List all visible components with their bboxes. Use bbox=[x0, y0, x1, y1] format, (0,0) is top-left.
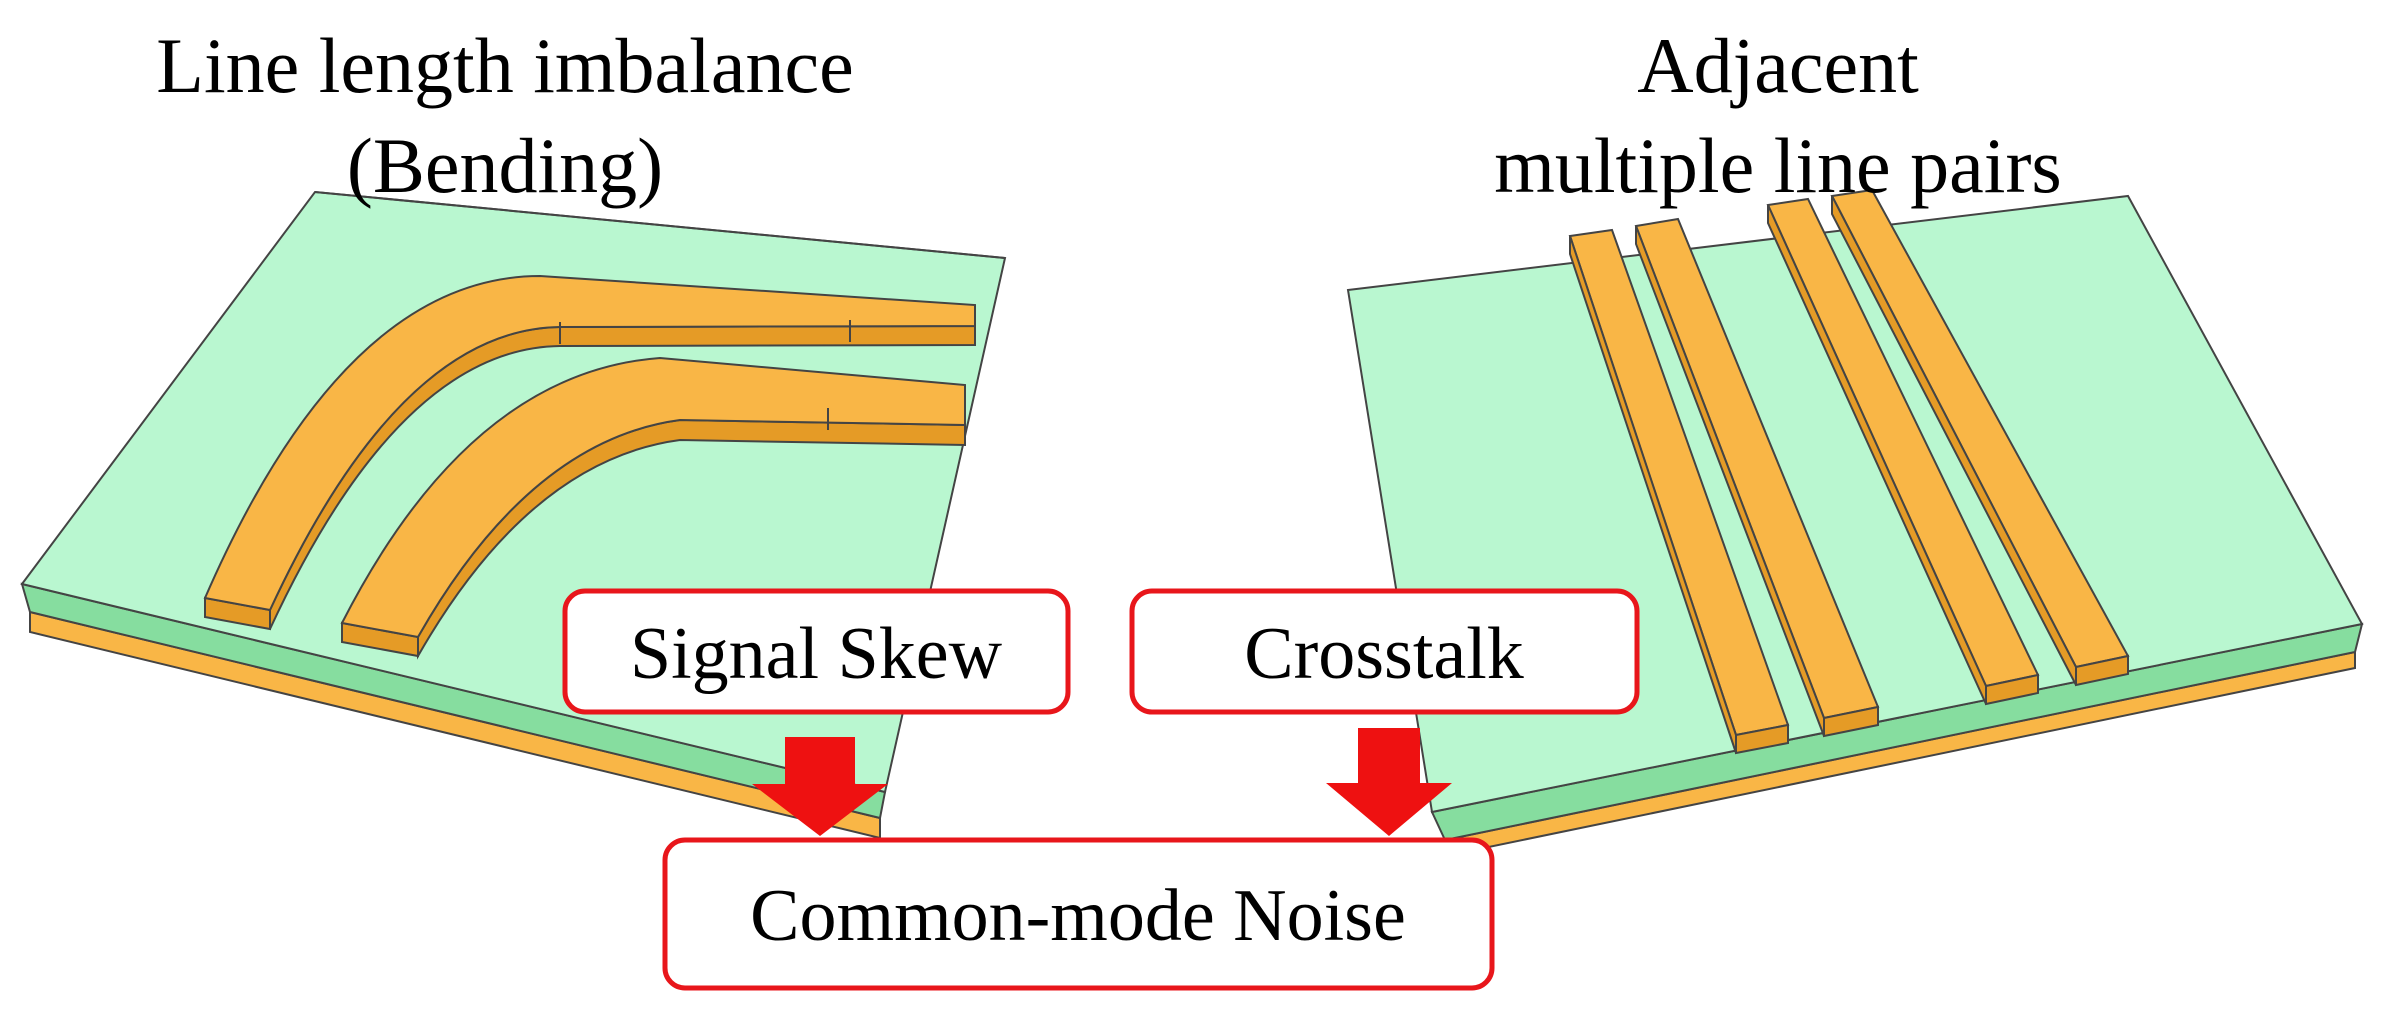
left-title-line2: (Bending) bbox=[347, 122, 663, 209]
right-title: Adjacent multiple line pairs bbox=[1494, 22, 2062, 209]
signal-skew-label: Signal Skew bbox=[630, 613, 1003, 695]
signal-skew-arrow bbox=[752, 737, 888, 836]
left-board-edge-highlight bbox=[314, 191, 1006, 259]
right-trace-4 bbox=[1830, 188, 2130, 687]
crosstalk-box: Crosstalk bbox=[1129, 588, 1640, 715]
left-outer-bent-trace bbox=[203, 274, 976, 631]
crosstalk-arrow bbox=[1326, 728, 1452, 836]
left-inner-bent-trace bbox=[340, 356, 966, 660]
common-mode-noise-box: Common-mode Noise bbox=[662, 837, 1495, 991]
crosstalk-label: Crosstalk bbox=[1244, 613, 1524, 695]
left-title: Line length imbalance (Bending) bbox=[156, 22, 853, 209]
right-trace-3 bbox=[1766, 197, 2040, 706]
right-title-line2: multiple line pairs bbox=[1494, 122, 2062, 209]
common-mode-noise-label: Common-mode Noise bbox=[750, 875, 1406, 957]
signal-skew-box: Signal Skew bbox=[562, 588, 1071, 715]
left-board bbox=[20, 190, 1007, 840]
right-board bbox=[1346, 188, 2364, 858]
left-title-line1: Line length imbalance bbox=[156, 22, 853, 109]
right-trace-1 bbox=[1568, 228, 1790, 755]
right-title-line1: Adjacent bbox=[1637, 22, 1919, 109]
right-trace-2 bbox=[1634, 217, 1880, 738]
